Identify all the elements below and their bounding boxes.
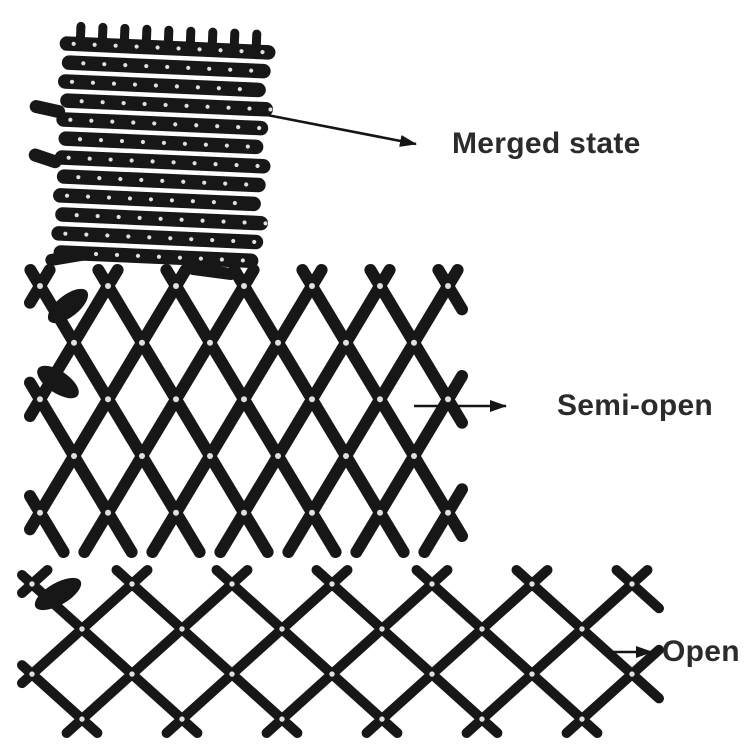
label-merged-state: Merged state (452, 127, 641, 160)
open-gate-image (17, 565, 664, 738)
semi-open-gate-image (24, 264, 468, 558)
gate-handle-paddle (37, 365, 79, 399)
merged-gate-image (28, 21, 276, 281)
label-semi-open: Semi-open (557, 389, 714, 422)
label-open: Open (662, 635, 740, 668)
